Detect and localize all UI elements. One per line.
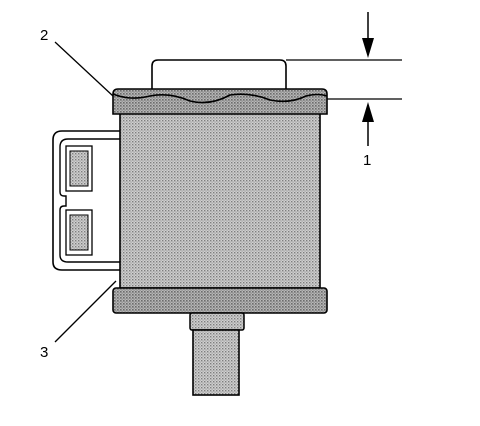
callout-1-label: 1 bbox=[363, 152, 371, 169]
leader-line-3 bbox=[54, 280, 117, 343]
leader-line-2 bbox=[54, 41, 114, 97]
cylinder-body bbox=[119, 109, 321, 289]
neck bbox=[189, 312, 245, 331]
top-bracket bbox=[151, 59, 287, 92]
cap-layer bbox=[112, 88, 328, 115]
side-clip bbox=[52, 130, 120, 271]
callout-2-label: 2 bbox=[40, 27, 48, 44]
callout-3-label: 3 bbox=[40, 344, 48, 361]
stem bbox=[192, 329, 240, 396]
cap-wave bbox=[112, 93, 328, 104]
bottom-flange bbox=[112, 287, 328, 314]
up-arrow-icon bbox=[362, 102, 374, 146]
down-arrow-icon bbox=[362, 12, 374, 58]
